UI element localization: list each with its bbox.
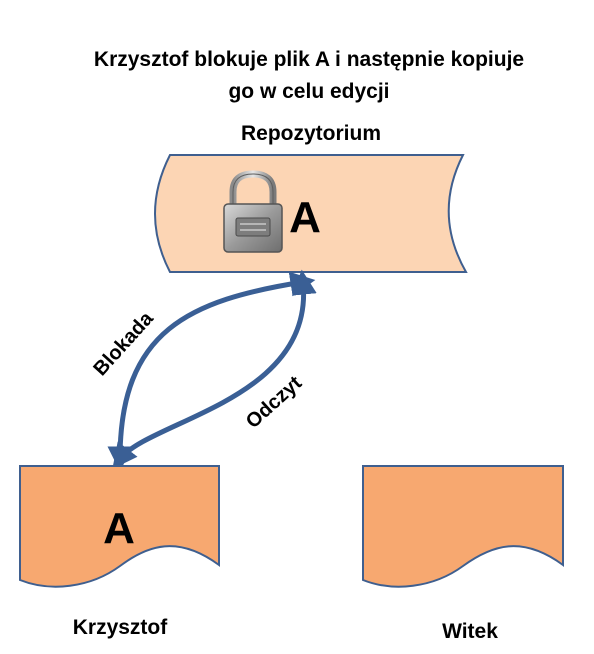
padlock-icon	[223, 170, 283, 253]
repository-label: Repozytorium	[241, 122, 381, 145]
krzysztof-label: Krzysztof	[73, 616, 169, 639]
lock-arrow-label: Blokada	[89, 307, 158, 380]
witek-document-shape	[362, 465, 564, 588]
read-arrow	[112, 269, 317, 469]
repository-file-letter: A	[289, 193, 321, 242]
lock-arrow	[107, 271, 316, 472]
diagram-title-line2: go w celu edycji	[228, 80, 389, 103]
krzysztof-document-shape	[19, 465, 220, 588]
diagram-title-line1: Krzysztof blokuje plik A i następnie kop…	[94, 48, 524, 71]
krzysztof-file-letter: A	[103, 504, 135, 553]
witek-label: Witek	[442, 620, 498, 643]
read-arrow-label: Odczyt	[242, 372, 307, 433]
